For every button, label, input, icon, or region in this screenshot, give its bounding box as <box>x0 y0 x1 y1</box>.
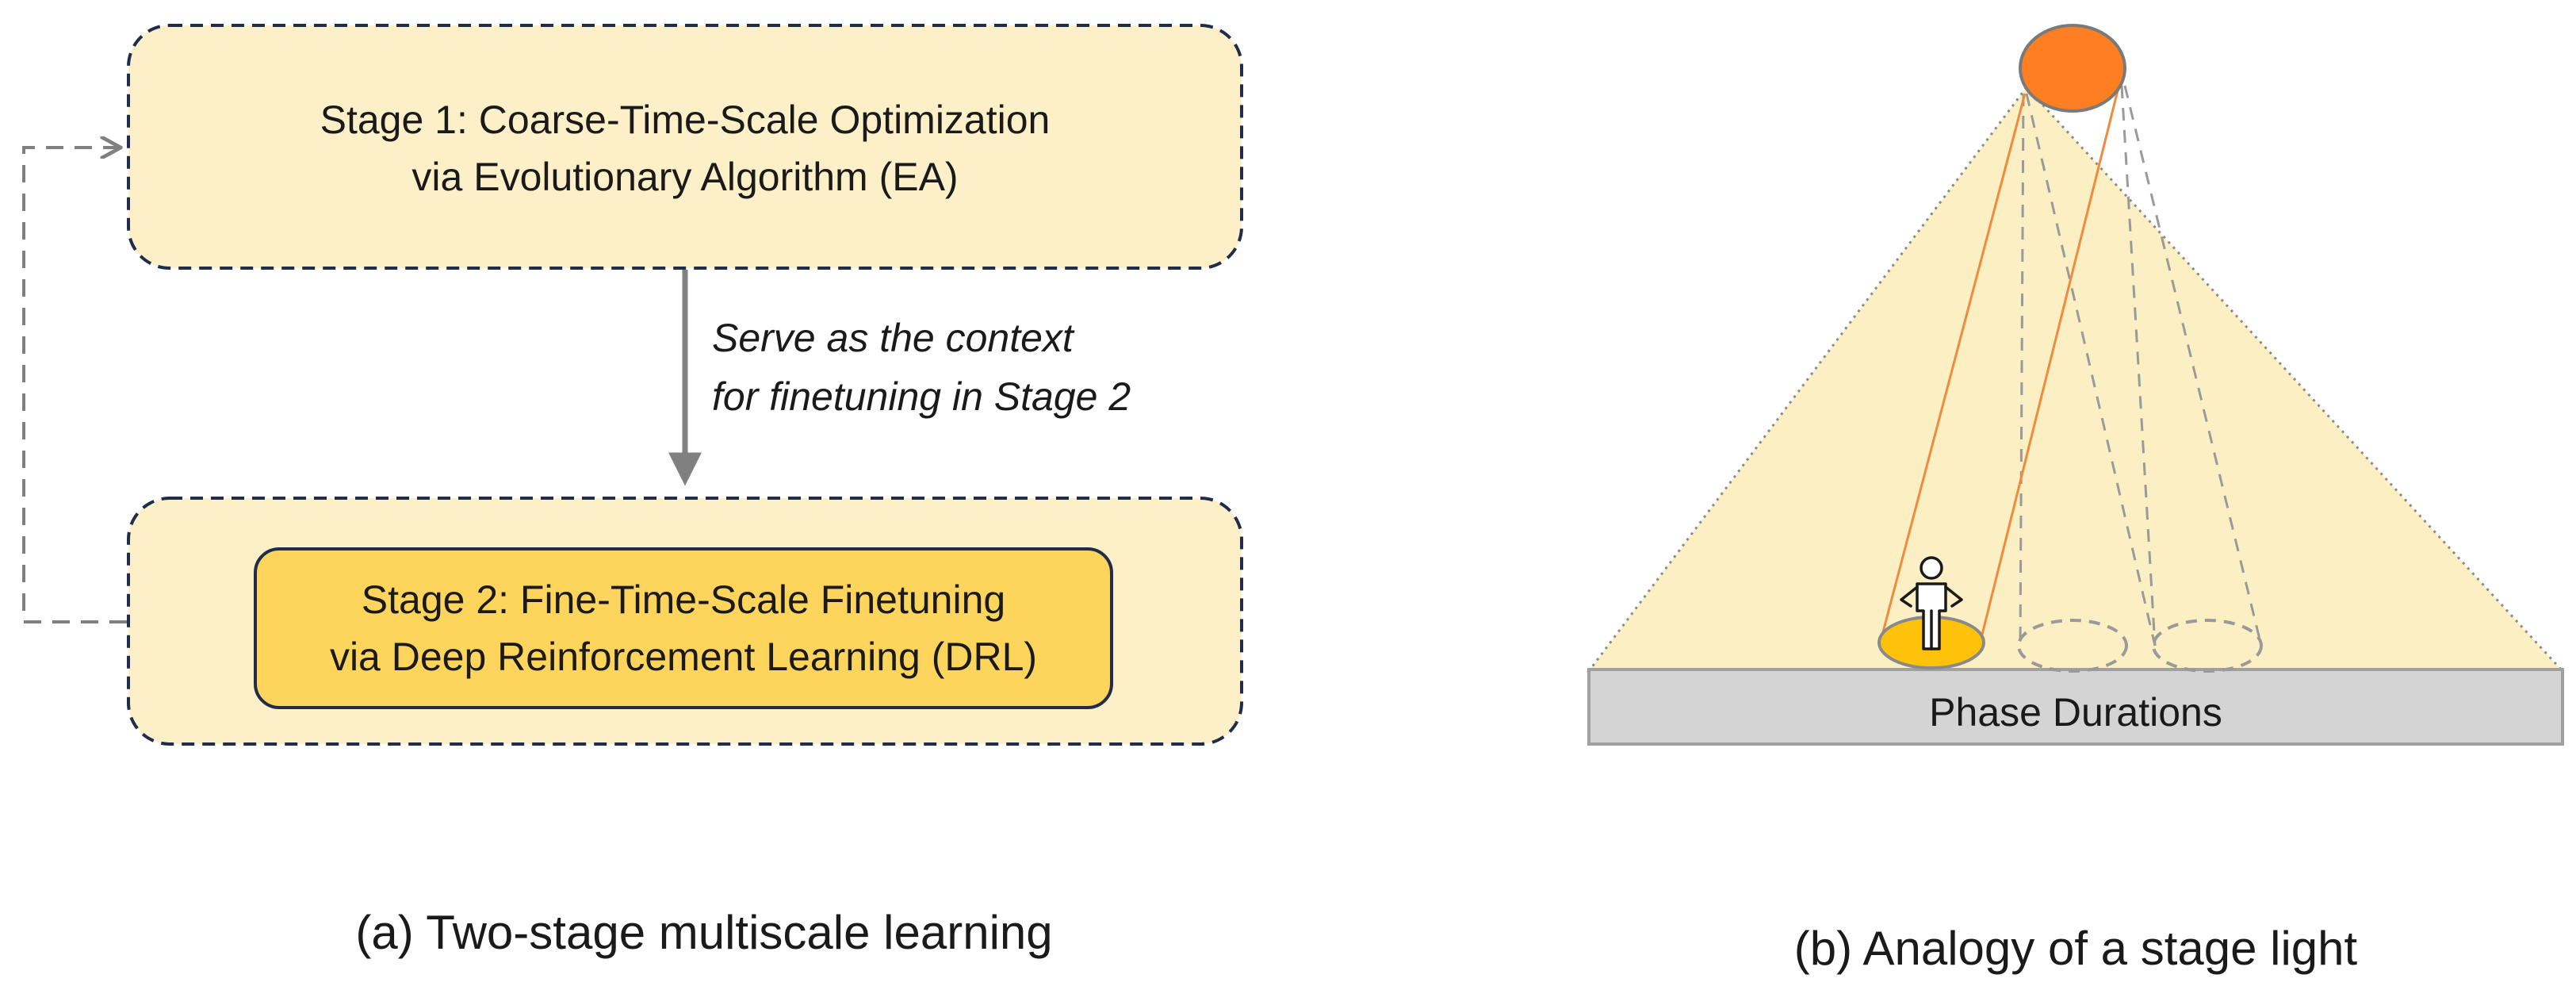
performer-icon <box>1900 556 1963 650</box>
alternate-spot-2 <box>2152 619 2263 673</box>
arrow-note-line2: for finetuning in Stage 2 <box>712 374 1131 419</box>
floor-label: Phase Durations <box>1929 690 2222 735</box>
light-beam-cone <box>1587 85 2566 673</box>
feedback-loop-arrow <box>22 148 127 623</box>
stage-floor <box>1587 668 2564 746</box>
stage1-box <box>127 24 1243 270</box>
stage2-label-line2: via Deep Reinforcement Learning (DRL) <box>329 635 1038 679</box>
stage2-label-line1: Stage 2: Fine-Time-Scale Finetuning <box>361 577 1006 622</box>
stage1-label-line1: Stage 1: Coarse-Time-Scale Optimization <box>320 98 1051 142</box>
caption-b: (b) Analogy of a stage light <box>1793 922 2358 975</box>
alternate-beams <box>2019 85 2263 646</box>
stage2-inner-box <box>254 547 1113 709</box>
stage-lamp <box>2019 24 2126 113</box>
caption-a: (a) Two-stage multiscale learning <box>355 906 1053 959</box>
arrow-note-line1: Serve as the context <box>712 316 1074 360</box>
stage1-label-line2: via Evolutionary Algorithm (EA) <box>411 155 959 199</box>
active-beam <box>1879 86 2120 642</box>
alternate-spot-1 <box>2017 619 2128 673</box>
